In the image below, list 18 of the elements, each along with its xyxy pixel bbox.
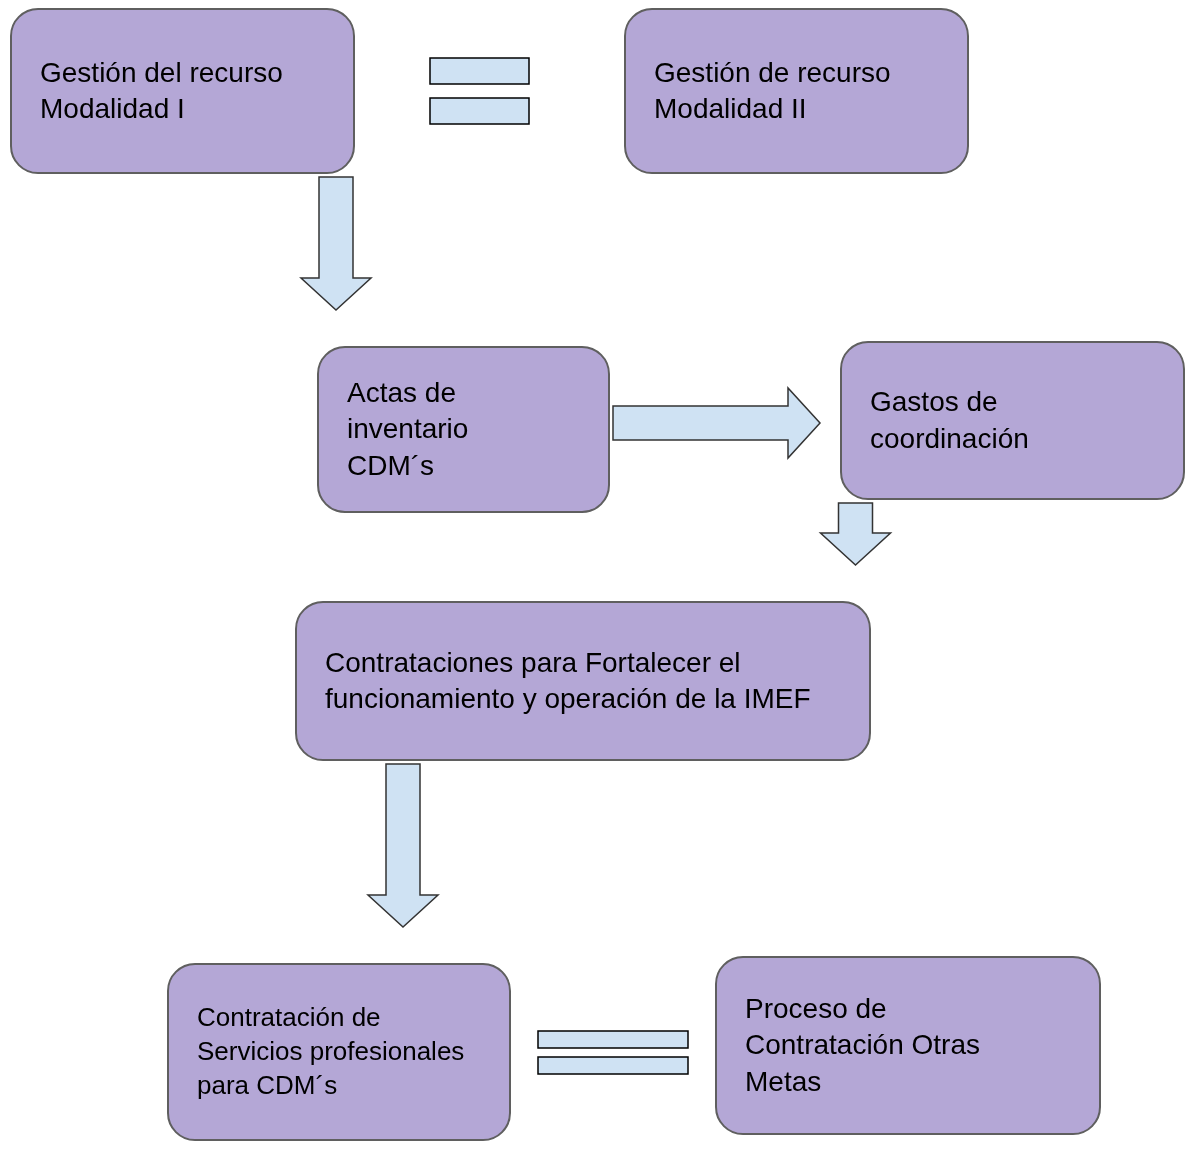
block-arrow [818, 502, 893, 566]
box-text: Gastos de coordinación [870, 385, 1030, 456]
box-text: Contratación de Servicios profesionales para CDM´s [197, 1001, 466, 1102]
process-box [10, 8, 355, 174]
block-arrow [299, 176, 373, 311]
block-arrow [366, 763, 440, 928]
box-text: Gestión de recurso Modalidad II [654, 55, 892, 126]
box-text: Proceso de Contratación Otras Metas [745, 991, 981, 1099]
block-arrow [612, 386, 821, 460]
process-box [295, 601, 871, 761]
process-box [167, 963, 511, 1141]
process-box [715, 956, 1101, 1135]
box-text: Contrataciones para Fortalecer el funcionamiento y operación de la IMEF [325, 645, 812, 716]
process-box [840, 341, 1185, 500]
box-text: Actas de inventario CDM´s [347, 375, 470, 483]
process-box [317, 346, 610, 513]
box-text: Gestión del recurso Modalidad I [40, 55, 284, 126]
process-box [624, 8, 969, 174]
